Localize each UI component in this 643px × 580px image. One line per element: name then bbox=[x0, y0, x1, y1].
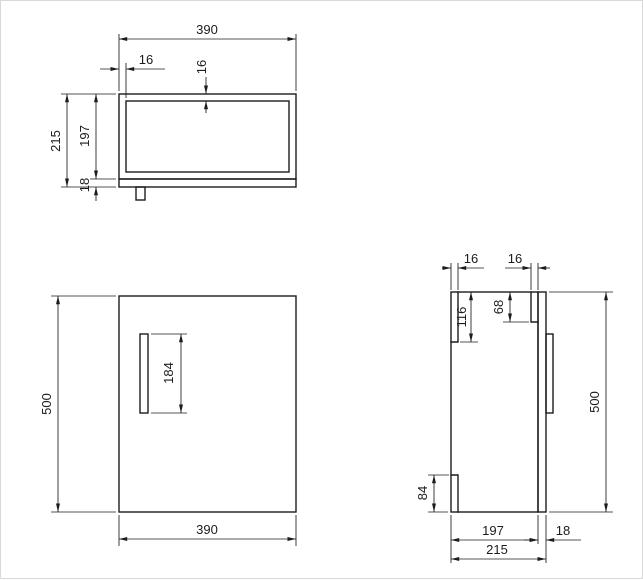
dim-label-front-height: 500 bbox=[39, 393, 54, 415]
dim-label-side-back-rail-thickness: 16 bbox=[464, 251, 478, 266]
dim-label-front-width: 390 bbox=[196, 522, 218, 537]
top-view-door bbox=[118, 178, 297, 188]
dim-label-side-height: 500 bbox=[587, 391, 602, 413]
dim-label-top-side-wall: 16 bbox=[139, 52, 153, 67]
top-view-door-handle bbox=[135, 186, 146, 201]
dim-label-top-overall-width: 390 bbox=[196, 22, 218, 37]
front-view-outline bbox=[118, 295, 297, 513]
front-view-extension-lines bbox=[51, 295, 297, 546]
front-view-door-handle bbox=[139, 333, 149, 414]
top-view-carcass-inner bbox=[125, 100, 290, 173]
side-view-door-handle bbox=[545, 333, 554, 414]
dim-label-top-door-thickness: 18 bbox=[77, 178, 92, 192]
dim-label-top-overall-depth: 215 bbox=[48, 130, 63, 152]
dim-label-side-front-rail-height: 68 bbox=[491, 300, 506, 314]
top-view-extension-lines bbox=[61, 34, 297, 188]
side-view: 16 16 116 68 84 500 197 18 215 bbox=[415, 251, 613, 563]
side-view-internal-rails bbox=[450, 291, 539, 513]
dim-label-side-door-thickness: 18 bbox=[556, 523, 570, 538]
side-view-door bbox=[537, 291, 547, 513]
dim-label-side-front-rail-thickness: 16 bbox=[508, 251, 522, 266]
dim-label-front-handle: 184 bbox=[161, 362, 176, 384]
front-view: 184 500 390 bbox=[39, 295, 297, 546]
top-view-carcass-outer bbox=[118, 93, 297, 180]
dim-label-top-body-depth: 197 bbox=[77, 125, 92, 147]
dim-label-side-back-rail-height: 116 bbox=[454, 307, 469, 328]
dim-label-top-top-wall: 16 bbox=[194, 60, 209, 74]
dim-label-side-body-depth: 197 bbox=[482, 523, 504, 538]
top-view: 390 16 16 215 197 18 bbox=[48, 22, 297, 201]
dim-label-side-overall-depth: 215 bbox=[486, 542, 508, 557]
dim-label-side-bottom-rail-height: 84 bbox=[415, 486, 430, 500]
